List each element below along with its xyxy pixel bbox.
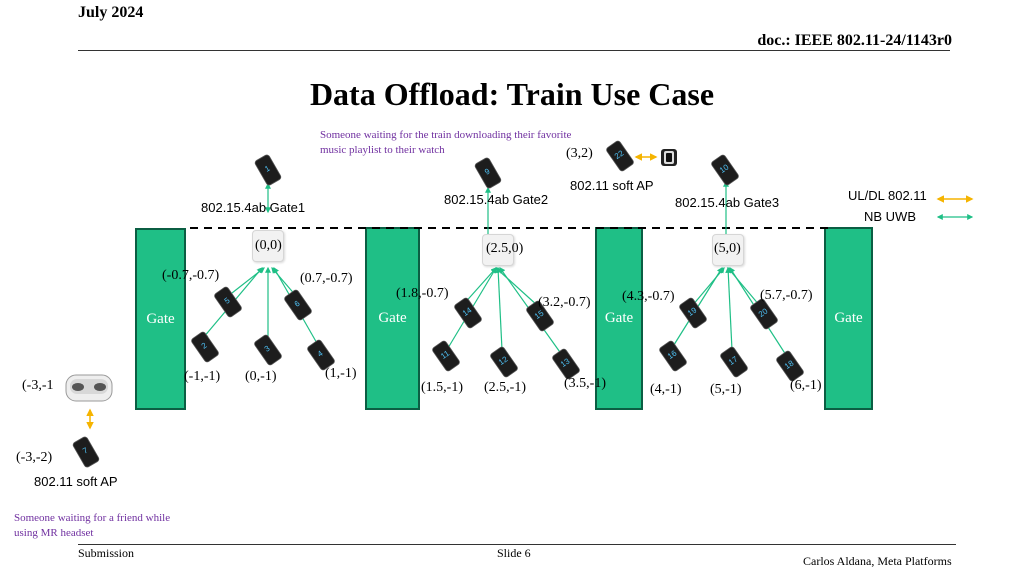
legend-wifi-label: UL/DL 802.11 <box>848 188 927 203</box>
gate3-label: 802.15.4ab Gate3 <box>675 195 780 210</box>
coord-anchor-3: (5,0) <box>714 241 741 256</box>
gate-3: Gate <box>595 227 643 410</box>
gate-2-label: Gate <box>378 310 407 326</box>
coord-d3: (1,-1) <box>325 366 357 381</box>
phone-icon: 17 <box>720 346 748 378</box>
phone-icon: 12 <box>490 346 518 378</box>
phone-icon: 16 <box>659 340 687 372</box>
slide-title: Data Offload: Train Use Case <box>309 76 715 112</box>
phone-icon: 18 <box>776 350 804 382</box>
phone-icon: 3 <box>254 334 282 366</box>
coord-d8: (5,-1) <box>710 382 742 397</box>
coord-c4: (3.2,-0.7) <box>538 295 591 310</box>
phone-icon: 1 <box>254 154 282 186</box>
coord-d7: (4,-1) <box>650 382 682 397</box>
coord-c6: (5.7,-0.7) <box>760 288 813 303</box>
gate-4: Gate <box>824 227 873 410</box>
train-note: Someone waiting for the train downloadin… <box>320 129 572 156</box>
coord-d1: (-1,-1) <box>184 369 221 384</box>
coord-c2: (0.7,-0.7) <box>300 271 353 286</box>
coord-d6: (3.5,-1) <box>564 376 606 391</box>
phone-id-label: 4 <box>316 348 325 358</box>
gate1-label: 802.15.4ab Gate1 <box>201 200 306 215</box>
header-date: July 2024 <box>78 4 144 21</box>
coord-d5: (2.5,-1) <box>484 380 526 395</box>
phone-id-label: 6 <box>293 298 302 308</box>
wifi-links <box>86 153 974 430</box>
phone-icon: 9 <box>474 157 502 189</box>
mr-headset-icon <box>65 374 113 402</box>
phone-id-label: 7 <box>81 445 90 455</box>
coord-c1: (-0.7,-0.7) <box>162 268 220 283</box>
phone-icon: 15 <box>526 300 554 332</box>
coord-anchor-2: (2.5,0) <box>486 241 524 256</box>
softap-bottom-label: 802.11 soft AP <box>34 474 118 489</box>
phone-icon: 22 <box>606 140 634 172</box>
uwb-links <box>202 180 974 356</box>
phone-icon: 14 <box>454 297 482 329</box>
coord-c3: (1.8,-0.7) <box>396 286 449 301</box>
phone-icon: 11 <box>432 340 460 372</box>
gate-4-label: Gate <box>834 310 863 326</box>
phone-icon: 10 <box>711 154 739 186</box>
gate-3-label: Gate <box>604 310 634 326</box>
phone-icon: 2 <box>191 331 219 363</box>
phone-icon: 4 <box>307 339 335 371</box>
coord-headset: (-3,-1 <box>22 378 54 393</box>
phone-id-label: 5 <box>223 295 232 305</box>
coord-watch: (3,2) <box>566 146 593 161</box>
coord-anchor-1: (0,0) <box>255 238 282 253</box>
gate-2: Gate <box>365 227 420 410</box>
coord-c5: (4.3,-0.7) <box>622 289 675 304</box>
phone-icon: 13 <box>552 348 580 380</box>
header-doc: doc.: IEEE 802.11-24/1143r0 <box>757 32 952 49</box>
phone-icon: 20 <box>750 298 778 330</box>
coord-d2: (0,-1) <box>245 369 277 384</box>
anchor-node-2 <box>482 234 514 266</box>
gate-1-label: Gate <box>146 310 175 327</box>
coord-d9: (6,-1) <box>790 378 822 393</box>
footer-submission: Submission <box>78 546 135 560</box>
coord-softap-phone: (-3,-2) <box>16 450 53 465</box>
footer-rule <box>78 544 956 545</box>
gate2-label: 802.15.4ab Gate2 <box>444 192 549 207</box>
phone-icon: 7 <box>72 436 100 468</box>
footer-slide-number: Slide 6 <box>497 546 531 560</box>
anchor-node-1 <box>252 230 284 262</box>
phone-id-label: 3 <box>263 343 272 353</box>
footer-author: Carlos Aldana, Meta Platforms <box>803 554 952 568</box>
gate-1: Gate <box>135 228 186 410</box>
phone-icon: 6 <box>284 289 312 321</box>
phone-icon: 5 <box>214 286 242 318</box>
header-rule <box>78 50 950 51</box>
softap-top-label: 802.11 soft AP <box>570 178 654 193</box>
smartwatch-icon <box>661 149 677 166</box>
friend-note: Someone waiting for a friend while using… <box>14 512 171 539</box>
anchor-node-3 <box>712 234 744 266</box>
phone-id-label: 1 <box>263 163 272 173</box>
phone-id-label: 9 <box>483 166 492 176</box>
legend-uwb-label: NB UWB <box>864 209 916 224</box>
phone-id-label: 2 <box>200 340 209 350</box>
phone-icon: 19 <box>679 297 707 329</box>
coord-d4: (1.5,-1) <box>421 380 463 395</box>
